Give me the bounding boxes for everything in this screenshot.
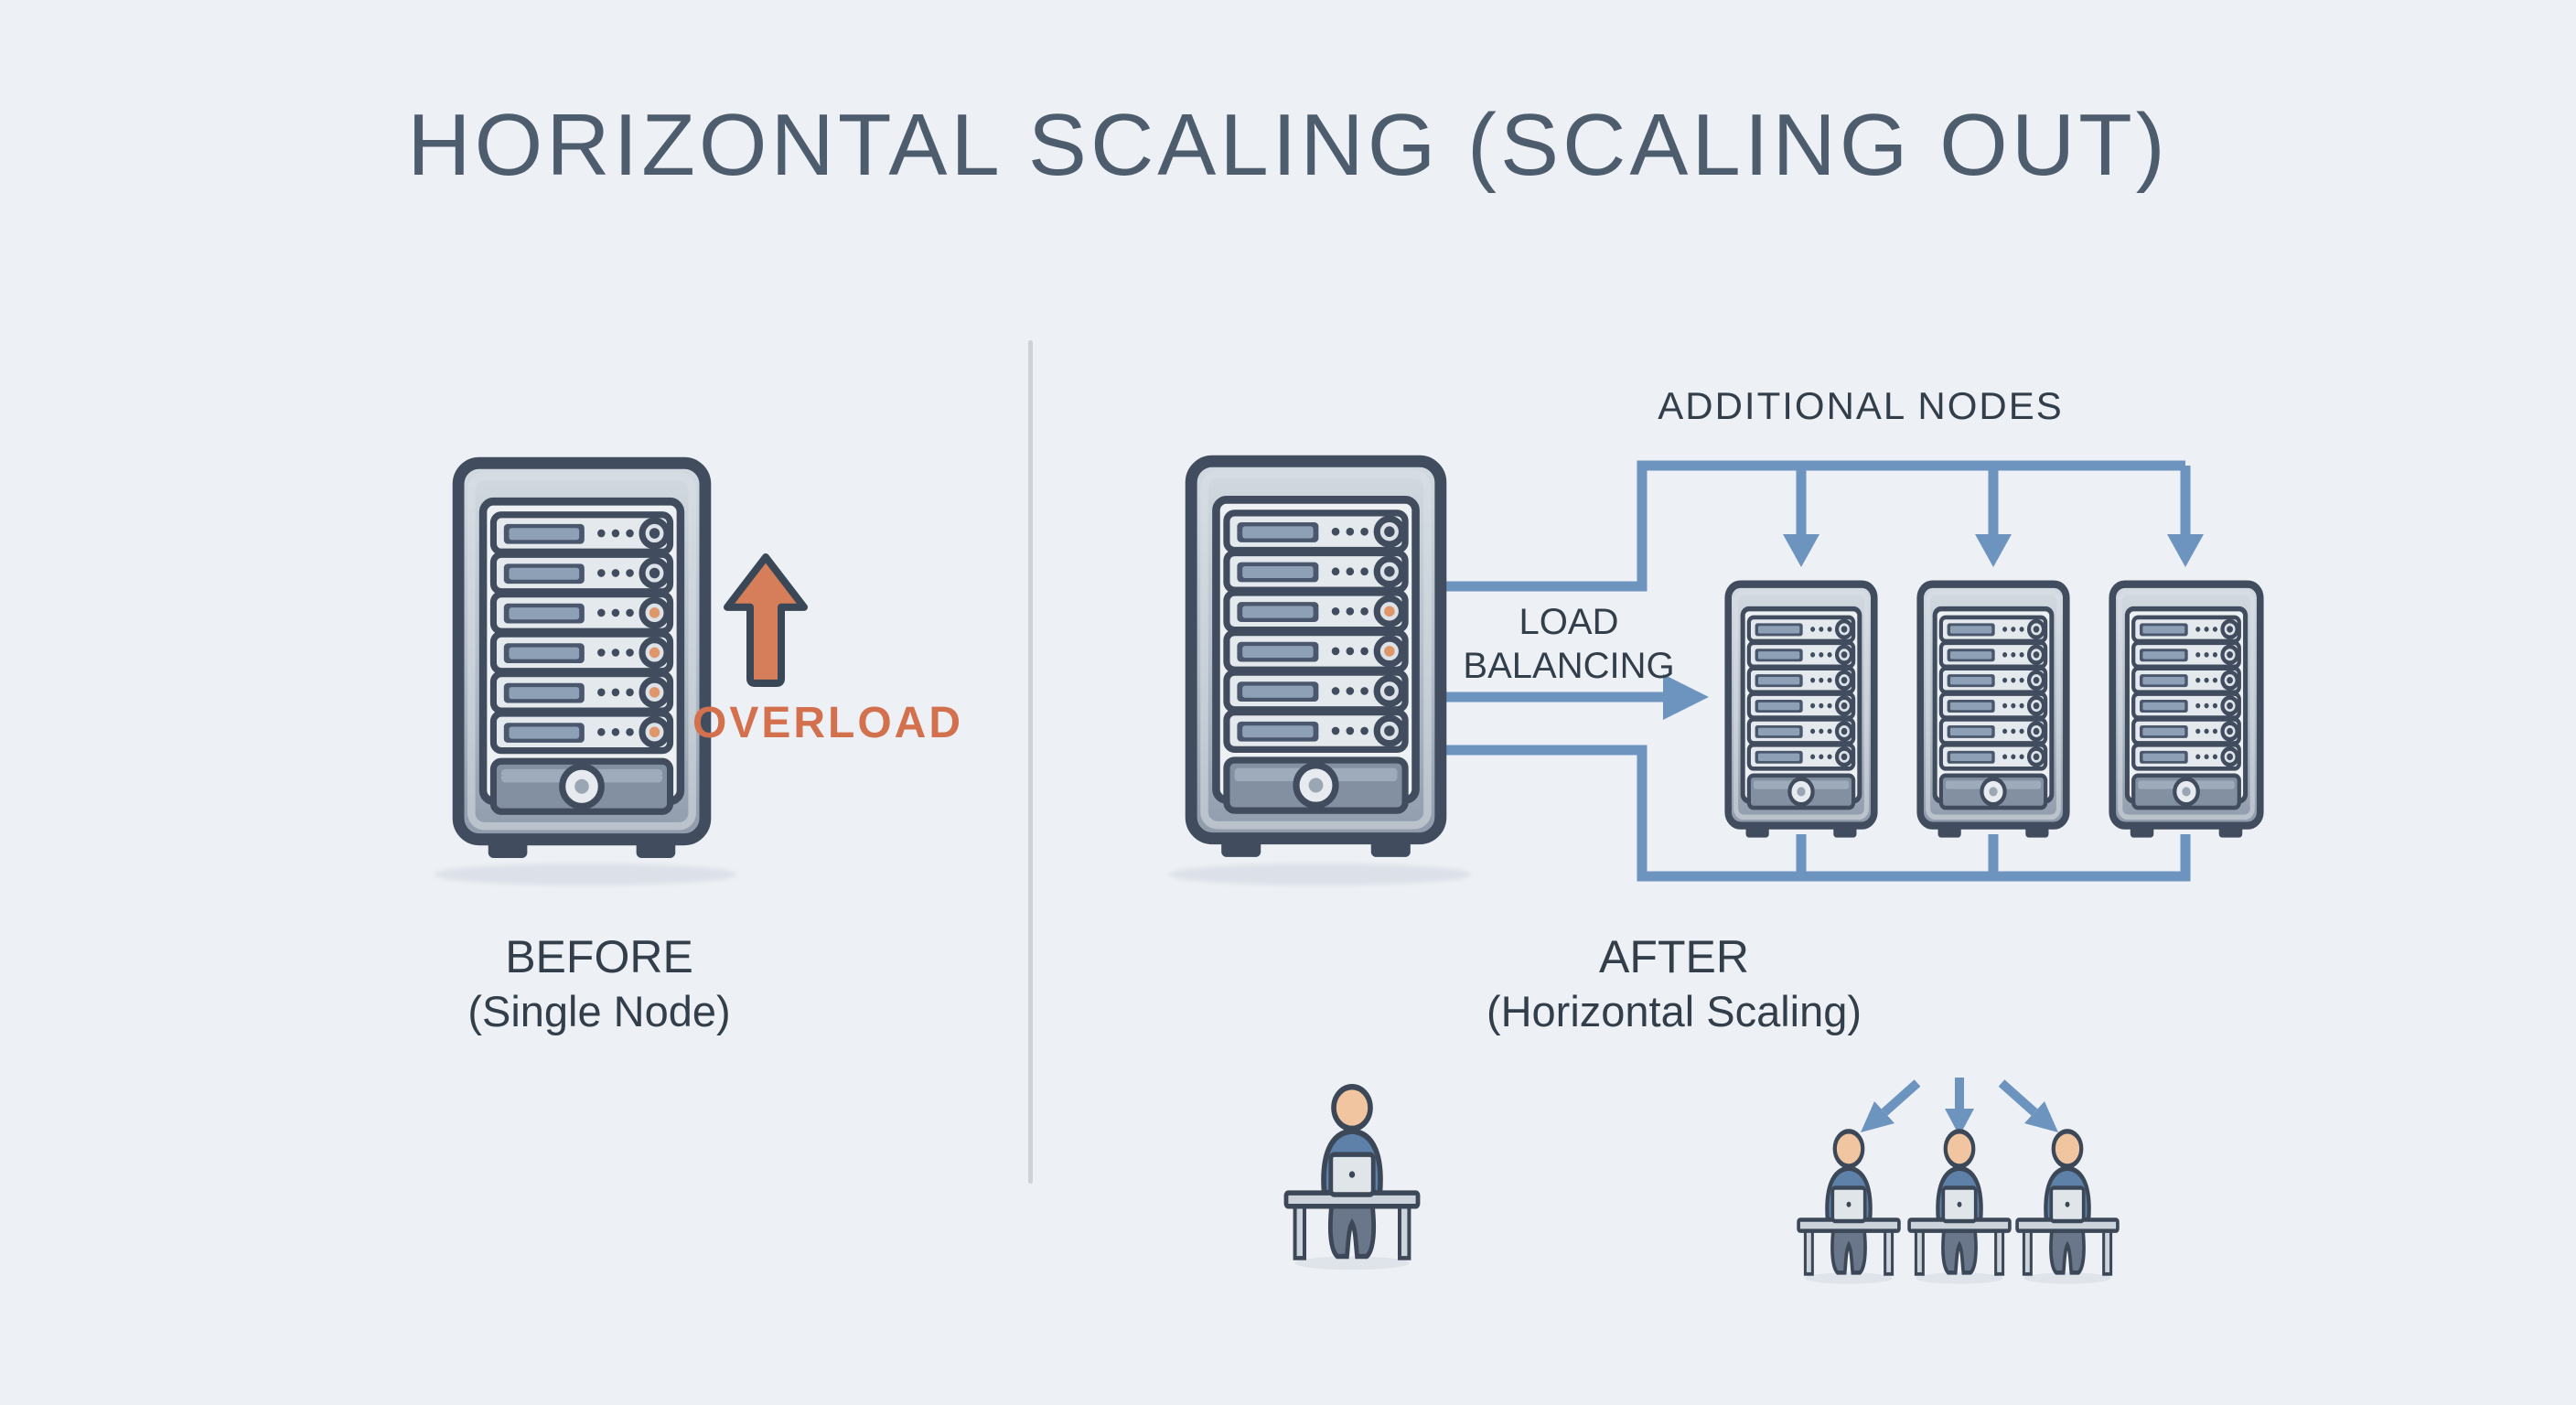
before-caption-line1: BEFORE xyxy=(505,931,693,982)
connector-bottom-rail xyxy=(1445,745,2191,882)
node-server-icon-1 xyxy=(1724,580,1878,845)
load-balancing-line2: BALANCING xyxy=(1463,646,1675,686)
origin-server-icon xyxy=(1185,455,1447,869)
panel-divider xyxy=(1028,340,1033,1184)
user-at-desk-icon-1 xyxy=(1793,1125,1905,1285)
load-balancing-arrowhead xyxy=(1663,674,1709,720)
distribution-arrows-icon xyxy=(1861,1078,2058,1136)
load-balancing-label: LOAD BALANCING xyxy=(1432,600,1706,688)
node-server-icon-3 xyxy=(2109,580,2264,845)
before-caption: BEFORE (Single Node) xyxy=(416,929,782,1037)
left-server-shadow xyxy=(435,863,736,885)
origin-server-shadow xyxy=(1169,863,1471,885)
after-caption: AFTER (Horizontal Scaling) xyxy=(1473,929,1875,1037)
overload-label: OVERLOAD xyxy=(692,699,963,747)
drop-arrowhead-3 xyxy=(2167,534,2204,567)
user-at-desk-icon-3 xyxy=(2012,1125,2123,1285)
user-at-desk-icon-2 xyxy=(1904,1125,2015,1285)
after-caption-line1: AFTER xyxy=(1599,931,1749,982)
diagram-title: HORIZONTAL SCALING (SCALING OUT) xyxy=(407,96,2169,194)
after-caption-line2: (Horizontal Scaling) xyxy=(1486,987,1862,1035)
drop-arrowhead-2 xyxy=(1975,534,2012,567)
connector-top-rail xyxy=(1445,460,2185,592)
load-balancing-line1: LOAD xyxy=(1519,602,1619,642)
drop-arrowhead-1 xyxy=(1783,534,1819,567)
overload-arrow-icon xyxy=(724,553,808,687)
before-caption-line2: (Single Node) xyxy=(467,987,731,1035)
additional-nodes-label: ADDITIONAL NODES xyxy=(1658,384,2064,427)
node-server-icon-2 xyxy=(1916,580,2070,845)
